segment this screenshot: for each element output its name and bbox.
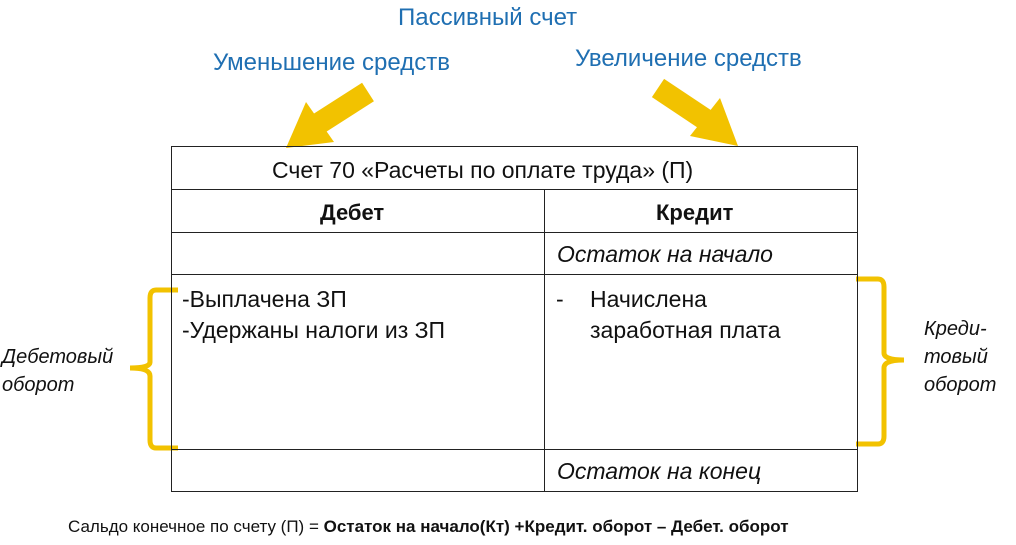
arrow-left-icon: [286, 82, 374, 148]
formula-expression: Остаток на начало(Кт) +Кредит. оборот – …: [323, 517, 789, 536]
formula-prefix: Сальдо конечное по счету (П) =: [68, 517, 324, 536]
debit-header: Дебет: [320, 200, 385, 225]
credit-item: Начислена: [590, 286, 707, 312]
credit-turnover-label: Креди- товый оборот: [924, 318, 997, 396]
column-divider: [544, 189, 545, 491]
debit-turnover-label: Дебетовый оборот: [2, 346, 114, 396]
credit-bullet: -: [556, 286, 564, 312]
credit-header: Кредит: [656, 200, 734, 225]
increase-heading: Увеличение средств: [575, 45, 802, 72]
t-account-table: Счет 70 «Расчеты по оплате труда» (П) Де…: [171, 146, 858, 492]
closing-balance: Остаток на конец: [557, 458, 762, 484]
opening-balance: Остаток на начало: [557, 241, 773, 267]
decrease-heading: Уменьшение средств: [213, 49, 450, 76]
closing-balance-formula: Сальдо конечное по счету (П) = Остаток н…: [68, 517, 789, 537]
account-title: Счет 70 «Расчеты по оплате труда» (П): [272, 157, 694, 183]
row-divider: [172, 232, 857, 233]
row-divider: [172, 274, 857, 275]
credit-item: заработная плата: [590, 317, 781, 343]
debit-item: -Выплачена ЗП: [182, 286, 347, 312]
debit-brace-icon: [129, 287, 178, 451]
arrow-right-icon: [651, 78, 738, 146]
credit-brace-icon: [856, 276, 905, 447]
debit-item: -Удержаны налоги из ЗП: [182, 317, 446, 343]
row-divider: [172, 449, 857, 450]
row-divider: [172, 189, 857, 190]
diagram-title: Пассивный счет: [398, 4, 578, 31]
